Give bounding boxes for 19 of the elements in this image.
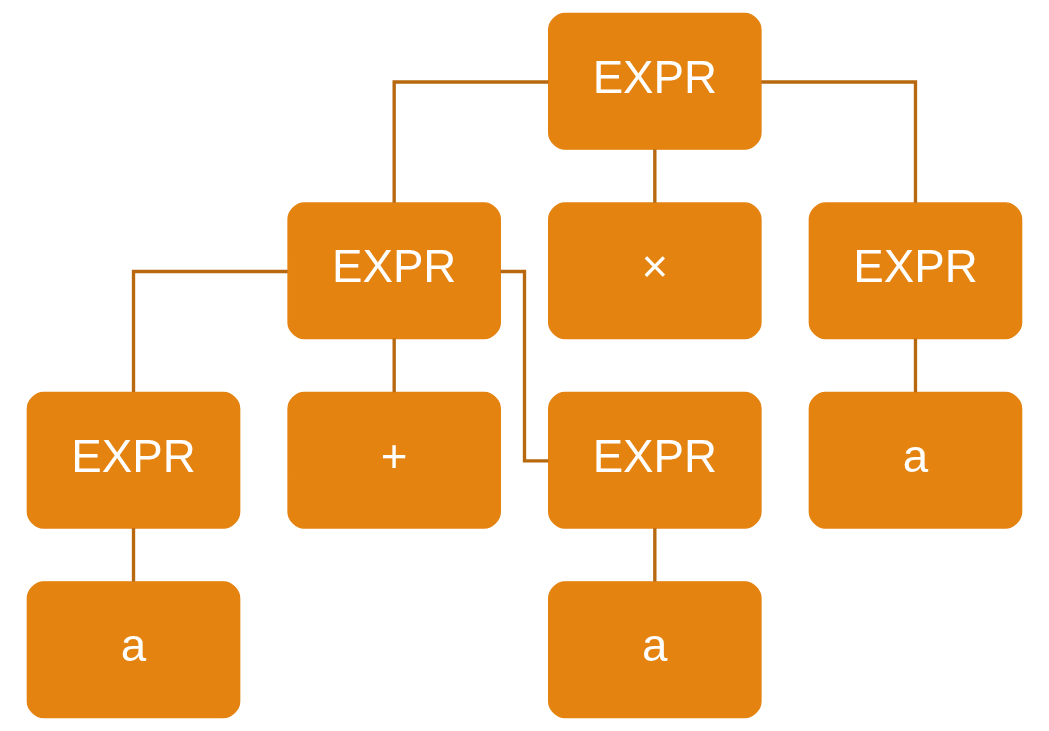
connector <box>500 269 549 463</box>
node-box: EXPR <box>548 391 762 529</box>
connector <box>913 338 918 393</box>
node-box: EXPR <box>26 391 241 529</box>
connector <box>131 269 288 393</box>
node-box: + <box>287 391 501 529</box>
node-box: EXPR <box>287 202 501 340</box>
connector <box>131 528 136 582</box>
connector <box>392 80 549 203</box>
node-box: × <box>548 202 762 340</box>
connector <box>653 528 657 582</box>
node-box: a <box>548 581 762 719</box>
node-box: a <box>26 581 241 719</box>
node-box: EXPR <box>548 12 762 150</box>
connector <box>761 80 918 203</box>
connector <box>653 149 657 203</box>
connector <box>392 338 396 393</box>
node-box: a <box>808 391 1023 529</box>
node-box: EXPR <box>808 202 1023 340</box>
